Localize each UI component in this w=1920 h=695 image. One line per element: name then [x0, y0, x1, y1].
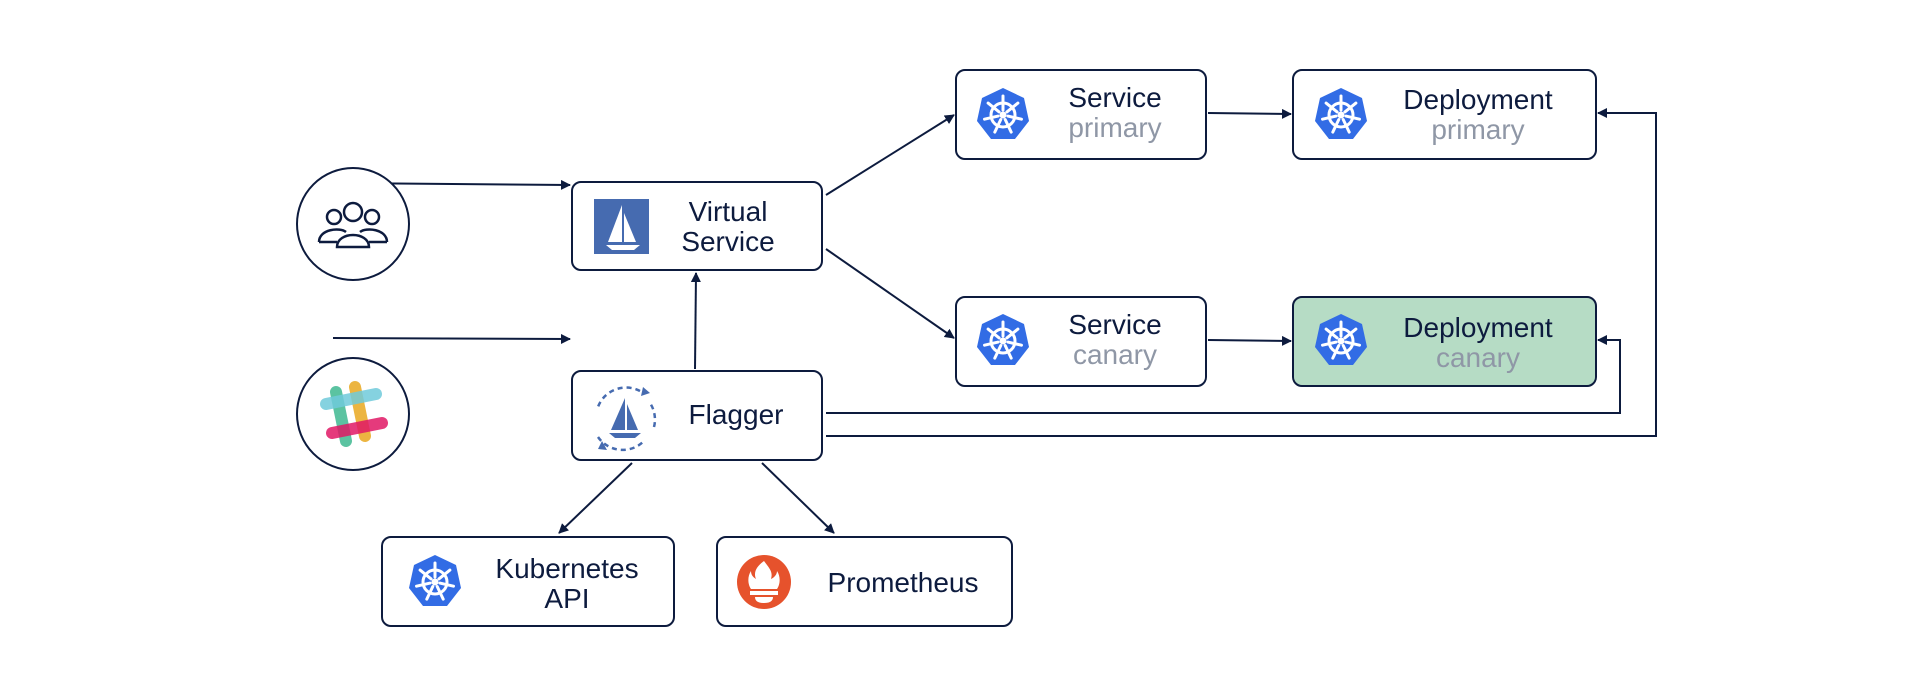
kubernetes-api-line1: Kubernetes: [495, 553, 638, 584]
virtual-service-line1: Virtual: [689, 196, 768, 227]
edge-flagger-to-deployment-primary: [826, 108, 1657, 437]
service-canary-sub: canary: [1073, 339, 1157, 370]
virtual-service-node[interactable]: Virtual Service: [571, 181, 823, 271]
prometheus-node[interactable]: Prometheus: [716, 536, 1013, 627]
kubernetes-api-node[interactable]: Kubernetes API: [381, 536, 675, 627]
edge-flagger-to-kubernetes-api: [558, 462, 633, 534]
service-canary-title: Service: [1068, 309, 1161, 340]
slack-icon: [320, 381, 388, 447]
deployment-primary-title: Deployment: [1403, 84, 1553, 115]
connectors: [332, 108, 1657, 534]
edge-virtual-service-to-service-primary: [825, 114, 955, 196]
edge-flagger-to-deployment-canary: [826, 335, 1621, 414]
flagger-icon: [595, 386, 657, 452]
users-node: [296, 167, 410, 281]
deployment-primary-node[interactable]: Deployment primary: [1292, 69, 1597, 160]
flagger-node[interactable]: Flagger: [571, 370, 823, 461]
slack-node: [296, 357, 410, 471]
prometheus-label: Prometheus: [828, 567, 979, 598]
edge-flagger-to-virtual-service: [690, 272, 701, 370]
deployment-canary-sub: canary: [1436, 342, 1520, 373]
prometheus-icon: [737, 555, 791, 609]
edge-flagger-to-prometheus: [761, 462, 835, 534]
edge-slack-to-flagger: [332, 333, 571, 344]
deployment-canary-title: Deployment: [1403, 312, 1553, 343]
istio-icon: [594, 199, 649, 254]
service-primary-sub: primary: [1068, 112, 1161, 143]
edge-service-canary-to-deployment-canary: [1207, 335, 1292, 346]
edge-virtual-service-to-service-canary: [825, 248, 955, 339]
users-icon: [317, 201, 389, 249]
virtual-service-line2: Service: [681, 226, 774, 257]
service-primary-title: Service: [1068, 82, 1161, 113]
service-primary-node[interactable]: Service primary: [955, 69, 1207, 160]
service-canary-node[interactable]: Service canary: [955, 296, 1207, 387]
flagger-label: Flagger: [689, 399, 784, 430]
edge-service-primary-to-deployment-primary: [1207, 108, 1292, 119]
deployment-canary-node[interactable]: Deployment canary: [1292, 296, 1597, 387]
kubernetes-api-line2: API: [544, 583, 589, 614]
deployment-primary-sub: primary: [1431, 114, 1524, 145]
